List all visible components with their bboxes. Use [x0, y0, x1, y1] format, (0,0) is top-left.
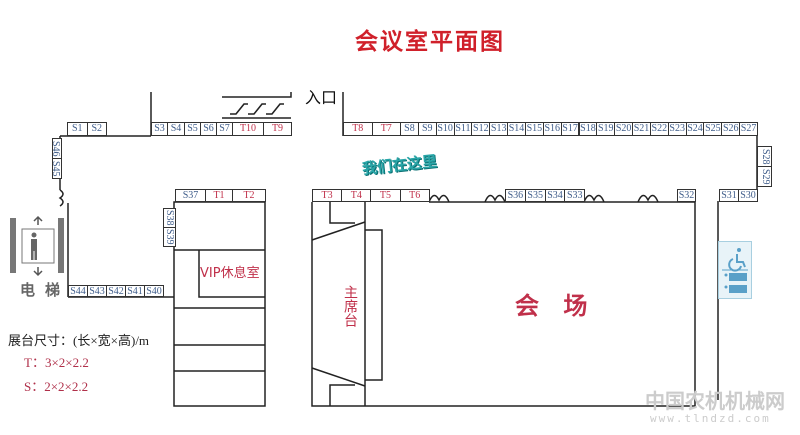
- booth-s11: S11: [453, 122, 473, 136]
- booth-s31: S31: [719, 189, 739, 202]
- booth-t5: T5: [370, 189, 401, 202]
- podium-label: 主席台: [342, 285, 358, 327]
- legend-s-size: S：2×2×2.2: [24, 379, 89, 394]
- booth-s37: S37: [175, 189, 206, 202]
- booth-t7: T7: [371, 122, 401, 136]
- booth-s7: S7: [216, 122, 233, 136]
- watermark-url: www.tlndzd.com: [650, 412, 771, 425]
- booth-s29: S29: [757, 166, 772, 187]
- booth-s42: S42: [106, 285, 126, 297]
- main-hall-label: 会 场: [515, 292, 596, 320]
- booth-s17: S17: [560, 122, 580, 136]
- booth-s44: S44: [68, 285, 88, 297]
- elevator-door-left: [10, 218, 16, 273]
- booth-s2: S2: [86, 122, 107, 136]
- booth-s8: S8: [400, 122, 419, 136]
- booth-s33: S33: [564, 189, 586, 202]
- booth-s32: S32: [677, 189, 696, 202]
- booth-s36: S36: [505, 189, 526, 202]
- entrance-label: 入口: [305, 88, 338, 107]
- booth-s26: S26: [721, 122, 741, 136]
- booth-s18: S18: [578, 122, 598, 136]
- vip-room-label: VIP休息室: [200, 266, 260, 281]
- booth-s12: S12: [471, 122, 491, 136]
- booth-s24: S24: [685, 122, 705, 136]
- booth-s9: S9: [417, 122, 437, 136]
- booth-s4: S4: [167, 122, 185, 136]
- booth-s22: S22: [649, 122, 669, 136]
- booth-s30: S30: [738, 189, 758, 202]
- restroom-icon: [722, 248, 748, 293]
- booth-s41: S41: [125, 285, 145, 297]
- booth-s16: S16: [542, 122, 562, 136]
- booth-t1: T1: [205, 189, 233, 202]
- booth-s20: S20: [614, 122, 634, 136]
- booth-s15: S15: [524, 122, 544, 136]
- booth-s6: S6: [200, 122, 217, 136]
- booth-s39: S39: [163, 227, 176, 247]
- booth-s10: S10: [435, 122, 455, 136]
- page-title: 会议室平面图: [355, 29, 505, 55]
- booth-s1: S1: [67, 122, 88, 136]
- restroom-sign: [718, 241, 752, 299]
- legend-heading: 展台尺寸：(长×宽×高)/m: [8, 333, 150, 348]
- booth-t4: T4: [341, 189, 372, 202]
- booth-s13: S13: [489, 122, 509, 136]
- booth-s28: S28: [757, 146, 772, 167]
- legend-t-size: T：3×2×2.2: [24, 355, 89, 370]
- escalator-icon: [230, 103, 284, 115]
- booth-s45: S45: [52, 158, 62, 179]
- booth-s35: S35: [524, 189, 546, 202]
- booth-s34: S34: [544, 189, 566, 202]
- elevator-label: 电梯: [20, 281, 71, 299]
- booth-s43: S43: [87, 285, 107, 297]
- booth-t10: T10: [232, 122, 264, 136]
- booth-s21: S21: [632, 122, 651, 136]
- booth-s38: S38: [163, 208, 176, 228]
- booth-s23: S23: [667, 122, 687, 136]
- booth-s46: S46: [52, 138, 62, 159]
- booth-s5: S5: [184, 122, 201, 136]
- booth-s27: S27: [739, 122, 758, 136]
- elevator-icon: [21, 215, 55, 277]
- booth-t8: T8: [343, 122, 373, 136]
- booth-s25: S25: [703, 122, 723, 136]
- booth-t9: T9: [263, 122, 292, 136]
- booth-s3: S3: [151, 122, 168, 136]
- booth-s14: S14: [507, 122, 526, 136]
- booth-s40: S40: [144, 285, 164, 297]
- booth-t3: T3: [312, 189, 343, 202]
- elevator-door-right: [58, 218, 64, 273]
- booth-t2: T2: [232, 189, 266, 202]
- watermark-name: 中国农机机械网: [645, 389, 785, 413]
- booth-t6: T6: [399, 189, 430, 202]
- booth-s19: S19: [596, 122, 616, 136]
